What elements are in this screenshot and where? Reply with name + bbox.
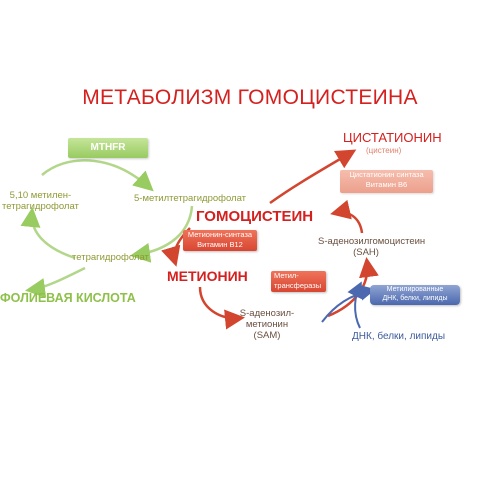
arrow-thf-to-methylene xyxy=(20,207,76,260)
arrow-thf-to-folic xyxy=(25,266,86,298)
cystathionine-synthase-box: Цистатионин синтаза Витамин B6 xyxy=(340,170,433,193)
arrow-sah-to-homocysteine xyxy=(330,199,364,234)
sam-label: S-аденозил- метионин (SAM) xyxy=(239,308,295,341)
methyl-thf-label: 5-метилтетрагидрофолат xyxy=(134,193,247,204)
dna-label: ДНК, белки, липиды xyxy=(352,331,446,342)
arrow-methylene-to-methylthf xyxy=(41,159,154,192)
cysteine-label: (цистеин) xyxy=(366,146,402,155)
arrow-methylthf-to-thf xyxy=(130,205,194,263)
arrow-methionine-to-sam xyxy=(198,286,245,330)
arrow-sam-to-methylated xyxy=(321,284,376,323)
methionine-label: МЕТИОНИН xyxy=(167,268,248,284)
methylated-box: Метилированные ДНК, белки, липиды xyxy=(370,285,460,305)
thf-label: тетрагидрофолат xyxy=(72,252,149,263)
methyltransferases-box: Метил- трансферазы xyxy=(271,271,326,292)
sah-label: S-аденозилгомоцистеин (SAH) xyxy=(318,236,426,258)
methionine-synthase-box: Метионин-синтаза Витамин B12 xyxy=(183,230,257,251)
page-title: МЕТАБОЛИЗМ ГОМОЦИСТЕИНА xyxy=(82,86,418,109)
arrow-homocysteine-to-cystathionine xyxy=(269,149,357,205)
folic-acid-label: ФОЛИЕВАЯ КИСЛОТА xyxy=(0,291,136,305)
methylene-thf-label: 5,10 метилен- тетрагидрофолат xyxy=(2,190,79,212)
cystathionine-label: ЦИСТАТИОНИН xyxy=(343,130,442,145)
arrow-dna-to-methylated xyxy=(347,281,362,329)
homocysteine-label: ГОМОЦИСТЕИН xyxy=(196,208,314,225)
mthfr-label: MTHFR xyxy=(68,138,148,158)
